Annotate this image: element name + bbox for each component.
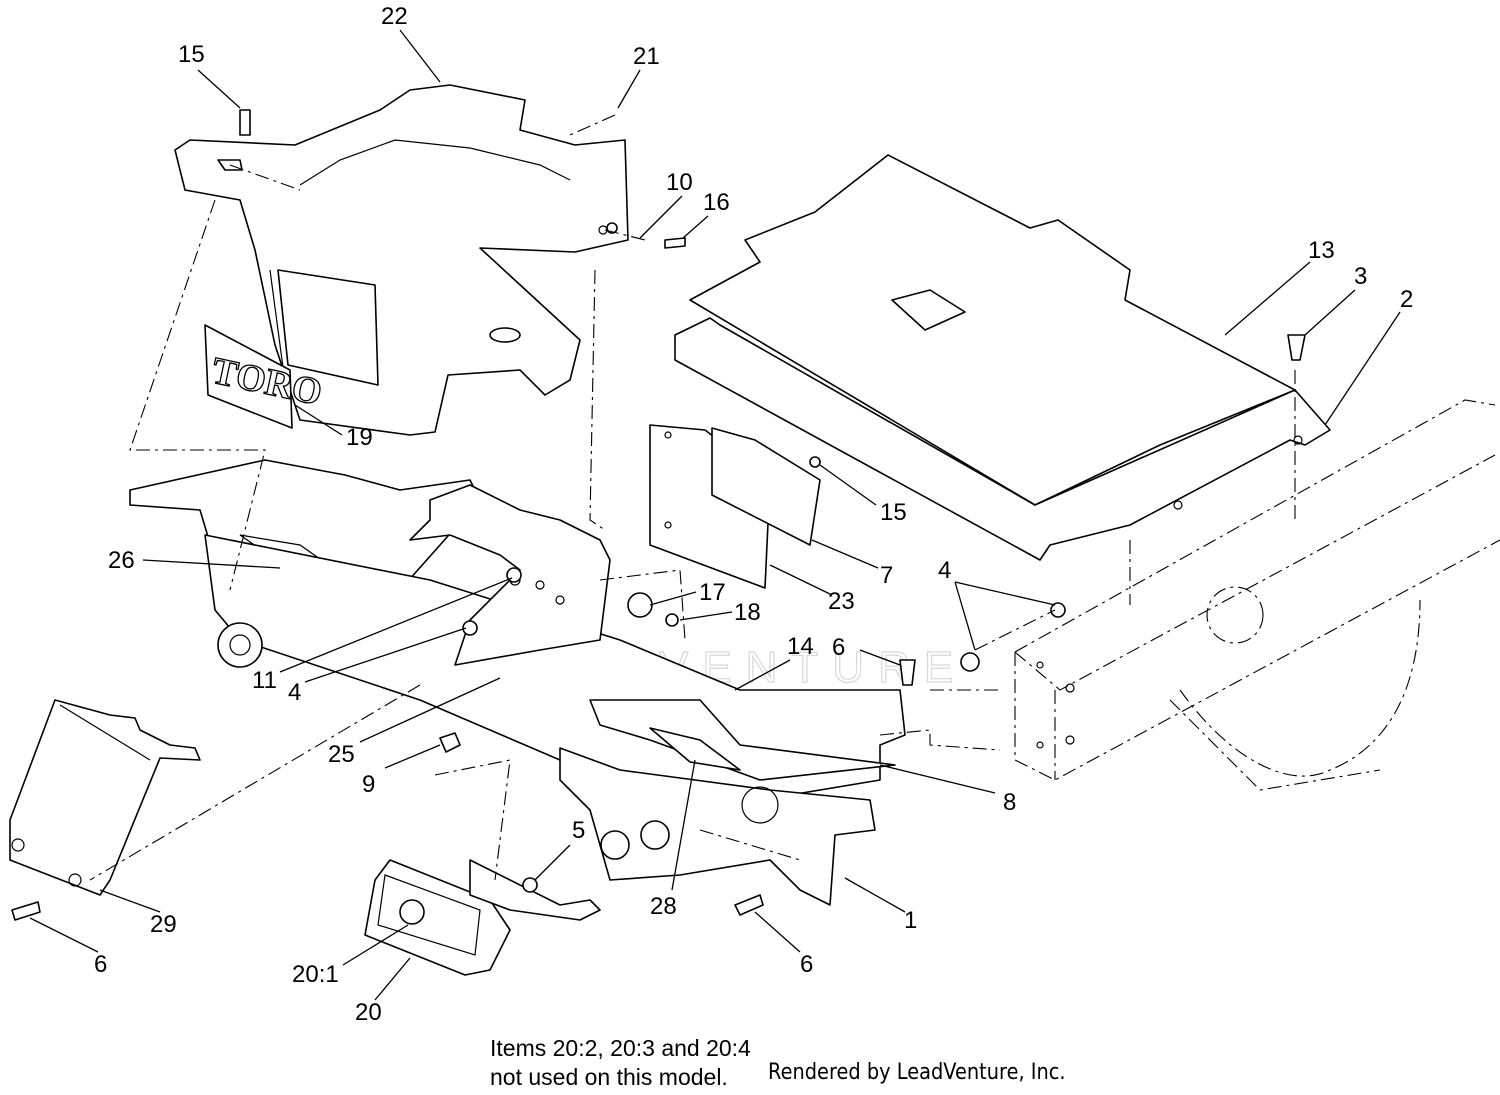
- callout-18: 18: [734, 599, 761, 626]
- callout-23: 23: [828, 588, 855, 615]
- callout-13: 13: [1308, 237, 1335, 264]
- callout-21: 21: [633, 43, 660, 70]
- frame-rail: [1014, 399, 1500, 791]
- part-29-side-bracket: [9, 699, 201, 896]
- rendered-by-credit: Rendered by LeadVenture, Inc.: [768, 1060, 1066, 1085]
- part-19-toro-logo: TORO: [204, 324, 326, 429]
- callout-15-plate: 15: [880, 499, 907, 526]
- callout-15: 15: [178, 41, 205, 68]
- callout-4-frame: 4: [938, 557, 951, 584]
- callout-17: 17: [699, 579, 726, 606]
- callout-10: 10: [666, 169, 693, 196]
- callout-22: 22: [381, 3, 408, 30]
- part-1-lower-frame: [559, 747, 876, 906]
- callout-7: 7: [880, 562, 893, 589]
- callout-2: 2: [1400, 286, 1413, 313]
- callout-26: 26: [108, 547, 135, 574]
- callout-4-bracket: 4: [288, 679, 301, 706]
- fasteners: [11, 109, 1306, 921]
- callout-11: 11: [252, 667, 277, 694]
- callout-28: 28: [650, 893, 677, 920]
- callout-6-lower: 6: [800, 951, 813, 978]
- part-8-foot-plate: [589, 699, 896, 781]
- part-22-hood: [174, 84, 629, 436]
- assembly-lines: [89, 114, 1296, 881]
- callout-29: 29: [150, 911, 177, 938]
- note-line-2: not used on this model.: [490, 1064, 728, 1090]
- callout-20-1: 20:1: [292, 961, 339, 988]
- callout-14: 14: [787, 633, 814, 660]
- callout-20: 20: [355, 999, 382, 1026]
- callout-25: 25: [328, 741, 355, 768]
- model-note: Items 20:2, 20:3 and 20:4 not used on th…: [490, 1034, 751, 1092]
- callout-8: 8: [1003, 789, 1016, 816]
- callout-6-left: 6: [94, 951, 107, 978]
- leader-lines: [29, 29, 1401, 1001]
- part-20-headlight: [364, 859, 601, 976]
- callout-1: 1: [904, 907, 917, 934]
- callout-16: 16: [703, 189, 730, 216]
- part-2-seat-support: [674, 317, 1331, 561]
- callouts: 22 15 21 10 16 13 3 2 19 15 7 23 26 17 1…: [94, 3, 1413, 1026]
- callout-19: 19: [346, 424, 373, 451]
- part-13-seat-pan: [689, 154, 1296, 506]
- part-7-plate: [711, 427, 821, 546]
- note-line-1: Items 20:2, 20:3 and 20:4: [490, 1035, 751, 1061]
- callout-9: 9: [362, 771, 375, 798]
- callout-6-upper: 6: [832, 634, 845, 661]
- callout-5: 5: [572, 817, 585, 844]
- callout-3: 3: [1354, 263, 1367, 290]
